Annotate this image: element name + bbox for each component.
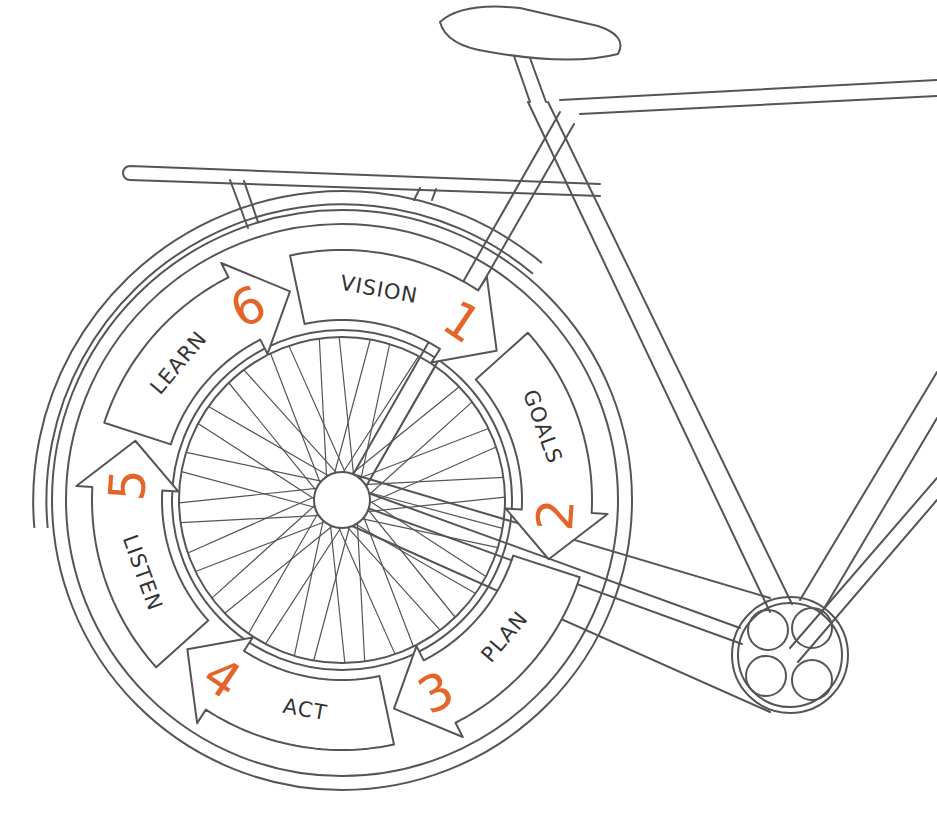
fender [46, 204, 532, 527]
seat-post [514, 56, 530, 102]
cycle-arrow: VISION1 [287, 247, 500, 366]
arrow-shape [187, 638, 394, 750]
step-number: 2 [530, 497, 582, 532]
spoke [354, 523, 476, 593]
spoke [368, 402, 472, 496]
spoke [208, 407, 330, 477]
seat-post [530, 58, 546, 102]
spoke [188, 496, 316, 553]
cycle-arrow: LISTEN5 [73, 437, 212, 671]
spoke [360, 518, 497, 547]
spoke [186, 452, 323, 481]
top-tube [560, 80, 937, 100]
cycle-arrow: ACT4 [184, 634, 397, 753]
arrow-shape [394, 556, 580, 737]
spoke [365, 366, 435, 488]
spoke [314, 525, 350, 661]
arrow-shape [476, 333, 608, 560]
spoke [346, 526, 440, 630]
spoke [338, 526, 395, 654]
hub [314, 472, 370, 528]
spoke [244, 370, 338, 474]
tire [52, 210, 632, 790]
arrow-shape [104, 263, 290, 444]
spoke [179, 488, 319, 503]
down-tube [800, 372, 937, 600]
rack-strut [244, 181, 258, 222]
cycle-arrow: LEARN6 [101, 259, 293, 448]
spoke [271, 353, 321, 484]
crank-arm [798, 500, 937, 662]
spoke [195, 521, 326, 571]
fender [33, 191, 541, 527]
spoke [365, 497, 505, 512]
rack-strut [432, 189, 436, 200]
chainring-hole [746, 656, 786, 696]
saddle [440, 7, 621, 60]
tire [66, 224, 618, 776]
spoke [212, 504, 316, 598]
chainring [732, 597, 848, 713]
rim [172, 330, 512, 670]
chainring-hole [792, 660, 832, 700]
spoke [334, 339, 370, 475]
crank-arm [790, 478, 937, 648]
spoke [367, 492, 503, 528]
down-tube [822, 418, 937, 612]
spoke [289, 346, 346, 474]
spoke [363, 515, 413, 646]
chainring [738, 603, 842, 707]
spoke [360, 344, 389, 481]
spoke [249, 512, 319, 634]
cycle-arrow: GOALS2 [472, 329, 611, 563]
spoke [330, 523, 345, 663]
cycle-arrow: PLAN3 [391, 552, 583, 741]
spoke [181, 472, 317, 508]
spokes [179, 337, 505, 663]
arrow-shape [290, 250, 497, 362]
step-number: 5 [101, 467, 153, 502]
spoke [339, 337, 354, 477]
top-tube [580, 96, 937, 114]
rim [179, 337, 505, 663]
spoke [294, 518, 323, 655]
spoke [357, 429, 488, 479]
rack-strut [414, 188, 420, 200]
arrow-shape [76, 441, 208, 668]
spoke [368, 447, 496, 504]
chainring-hole [748, 610, 788, 650]
